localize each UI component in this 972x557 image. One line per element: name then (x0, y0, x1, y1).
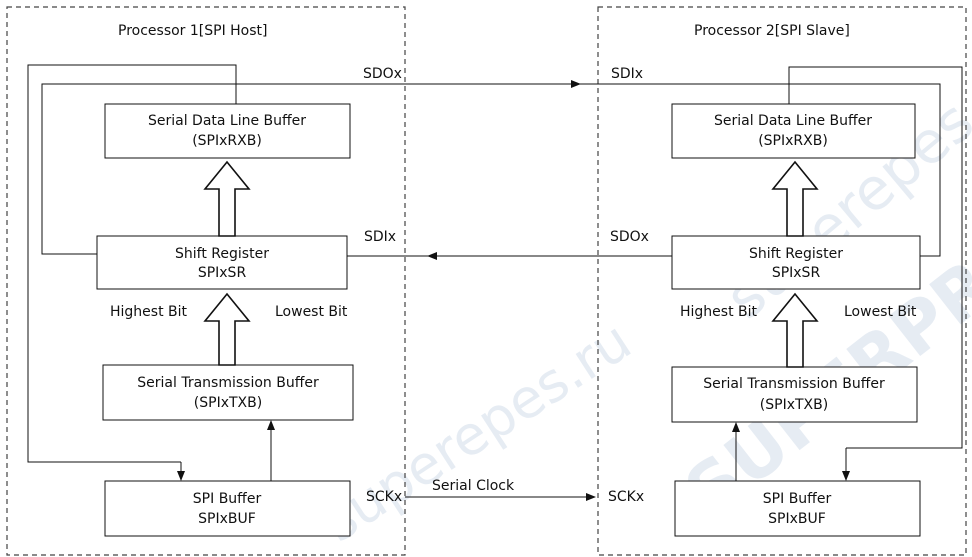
p1-sr-line2: SPIxSR (198, 265, 247, 281)
p1-outer-feedback-line (27, 64, 237, 463)
p2-sr-line1: Shift Register (749, 246, 843, 262)
processor-1-frame (6, 6, 406, 556)
p1-highest-bit-label: Highest Bit (110, 304, 188, 320)
p1-sr-box: Shift Register SPIxSR (96, 235, 348, 290)
p1-rxb-line1: Serial Data Line Buffer (148, 113, 306, 129)
p1-sr-line1: Shift Register (175, 246, 269, 262)
p2-lowest-bit-label: Lowest Bit (844, 304, 917, 320)
p1-sdi-pin-label: SDIx (364, 229, 396, 245)
p2-sck-pin-label: SCKx (608, 489, 644, 505)
p2-sr-box: Shift Register SPIxSR (671, 235, 921, 290)
p2-sr-to-rxb-arrow (771, 160, 819, 237)
p2-buf-box: SPI Buffer SPIxBUF (674, 480, 921, 537)
p2-txb-to-sr-arrow (771, 292, 819, 368)
p1-buf-line1: SPI Buffer (193, 491, 262, 507)
p2-txb-line1: Serial Transmission Buffer (703, 376, 885, 392)
p1-lowest-bit-label: Lowest Bit (275, 304, 348, 320)
p2-highest-bit-label: Highest Bit (680, 304, 758, 320)
p1-buf-line2: SPIxBUF (198, 511, 256, 527)
processor-2-frame (597, 6, 967, 556)
p1-txb-line2: (SPIxTXB) (194, 395, 262, 411)
p1-sdo-pin-label: SDOx (363, 66, 402, 82)
processor-2-title: Processor 2[SPI Slave] (694, 23, 850, 39)
p2-txb-line2: (SPIxTXB) (760, 397, 828, 413)
p2-outer-feedback-line (788, 66, 963, 449)
p2-rxb-line1: Serial Data Line Buffer (714, 113, 872, 129)
p2-sdo-pin-label: SDOx (610, 229, 649, 245)
p2-rxb-line2: (SPIxRXB) (758, 133, 828, 149)
p2-sr-loop-line (580, 83, 941, 257)
p2-sr-line2: SPIxSR (772, 265, 821, 281)
p1-sck-pin-label: SCKx (366, 489, 402, 505)
p1-rxb-box: Serial Data Line Buffer (SPIxRXB) (104, 103, 351, 159)
p2-buf-line2: SPIxBUF (768, 511, 826, 527)
p1-sr-loop-line (41, 83, 575, 255)
p1-sr-to-rxb-arrow (203, 160, 251, 237)
p1-txb-box: Serial Transmission Buffer (SPIxTXB) (102, 364, 354, 421)
p1-txb-line1: Serial Transmission Buffer (137, 375, 319, 391)
p2-rxb-box: Serial Data Line Buffer (SPIxRXB) (671, 103, 916, 159)
serial-clock-label: Serial Clock (432, 478, 515, 494)
p2-txb-box: Serial Transmission Buffer (SPIxTXB) (671, 366, 918, 423)
p1-rxb-line2: (SPIxRXB) (192, 133, 262, 149)
p2-buf-line1: SPI Buffer (763, 491, 832, 507)
processor-1-title: Processor 1[SPI Host] (118, 23, 268, 39)
p1-txb-to-sr-arrow (203, 292, 251, 366)
p1-buf-box: SPI Buffer SPIxBUF (104, 480, 351, 537)
p2-sdi-pin-label: SDIx (611, 66, 643, 82)
